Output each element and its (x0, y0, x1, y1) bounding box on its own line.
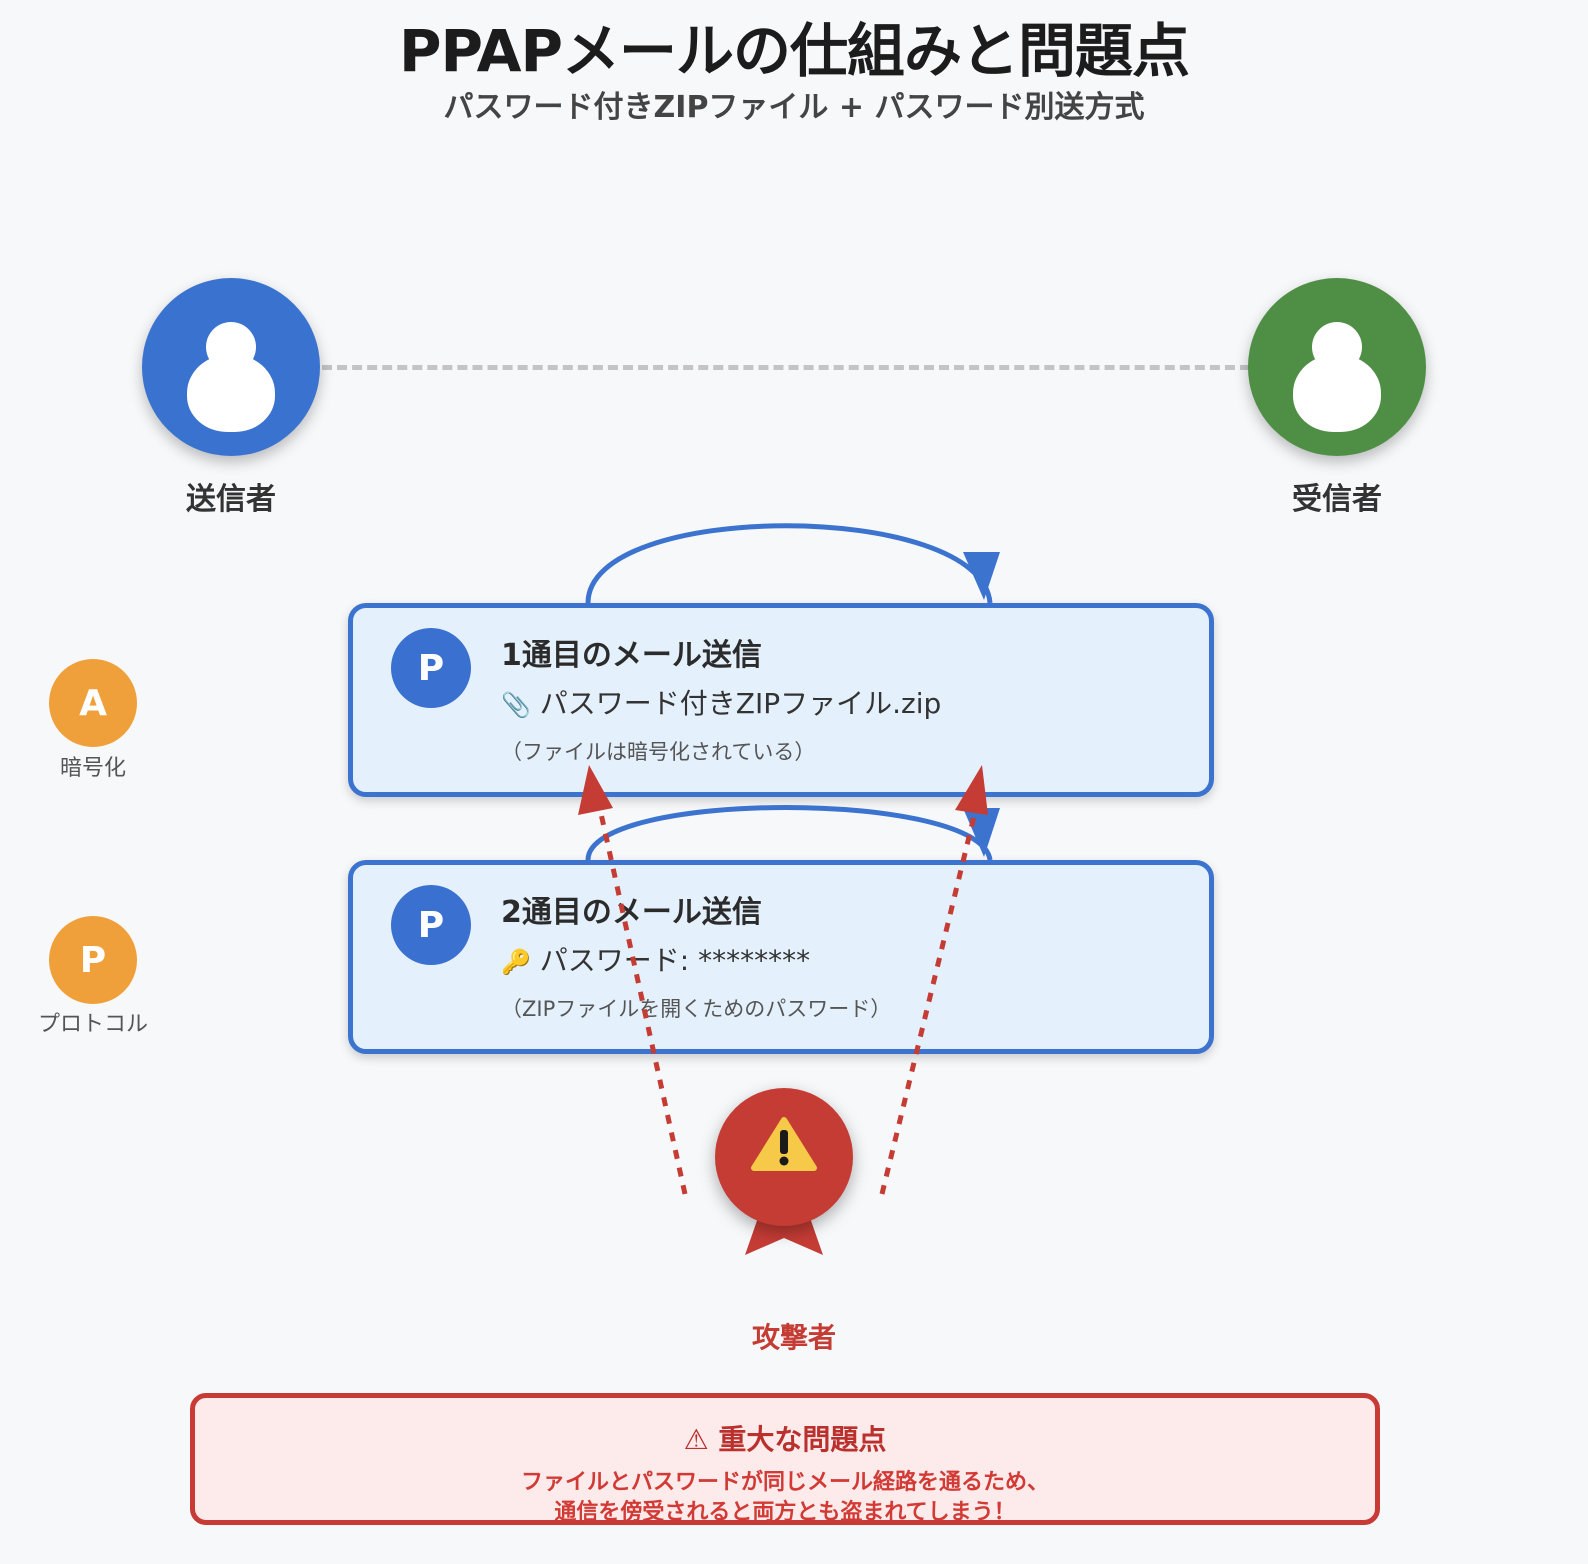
receiver-avatar (1248, 278, 1426, 456)
warning-box: ⚠ 重大な問題点 ファイルとパスワードが同じメール経路を通るため、 通信を傍受さ… (190, 1393, 1380, 1525)
mail1-send-arc (585, 523, 993, 604)
attacker-ribbon (745, 1212, 823, 1255)
mail2-send-arc (585, 805, 993, 861)
paperclip-icon: 📎 (501, 691, 531, 719)
sender-avatar (142, 278, 320, 456)
legend-protocol-label: プロトコル (37, 1012, 148, 1037)
sender-receiver-connector (322, 365, 1250, 370)
sender-label: 送信者 (186, 482, 276, 517)
protocol-badge: P (391, 885, 471, 965)
warning-icon (751, 1117, 817, 1171)
legend-protocol-badge: P (49, 916, 137, 1004)
protocol-badge: P (391, 628, 471, 708)
attachment-filename: パスワード付きZIPファイル.zip (539, 687, 942, 720)
legend-encryption-label: 暗号化 (59, 756, 126, 781)
receiver-label: 受信者 (1292, 482, 1382, 517)
warning-text: ファイルとパスワードが同じメール経路を通るため、 通信を傍受されると両方とも盗ま… (195, 1468, 1375, 1528)
mail-box-first: P 1通目のメール送信 📎 パスワード付きZIPファイル.zip （ファイルは暗… (348, 603, 1214, 797)
warning-title: ⚠ 重大な問題点 (683, 1423, 887, 1456)
mail-password-line: 🔑 パスワード: ******** (501, 939, 810, 979)
mail2-arrowhead (963, 808, 1000, 857)
person-icon-body (1293, 354, 1381, 432)
mail-title: 2通目のメール送信 (501, 895, 762, 930)
attacker-badge (715, 1088, 853, 1255)
page-title: PPAPメールの仕組みと問題点 (398, 17, 1190, 85)
mail1-arrowhead (963, 552, 1000, 600)
mail-note: （ファイルは暗号化されている） (501, 740, 816, 764)
mail-box-second: P 2通目のメール送信 🔑 パスワード: ******** （ZIPファイルを開… (348, 860, 1214, 1054)
key-icon: 🔑 (501, 948, 531, 976)
mail-note: （ZIPファイルを開くためのパスワード） (501, 997, 892, 1021)
attacker-label: 攻撃者 (751, 1321, 836, 1354)
person-icon-body (187, 354, 275, 432)
warning-line-2: 通信を傍受されると両方とも盗まれてしまう！ (554, 1500, 1016, 1525)
legend-encryption-badge: A (49, 659, 137, 747)
mail-attachment-line: 📎 パスワード付きZIPファイル.zip (501, 682, 941, 722)
warning-line-1: ファイルとパスワードが同じメール経路を通るため、 (520, 1470, 1049, 1495)
mail-title: 1通目のメール送信 (501, 638, 762, 673)
page-subtitle: パスワード付きZIPファイル + パスワード別送方式 (443, 90, 1145, 125)
password-value: パスワード: ******** (539, 944, 811, 977)
